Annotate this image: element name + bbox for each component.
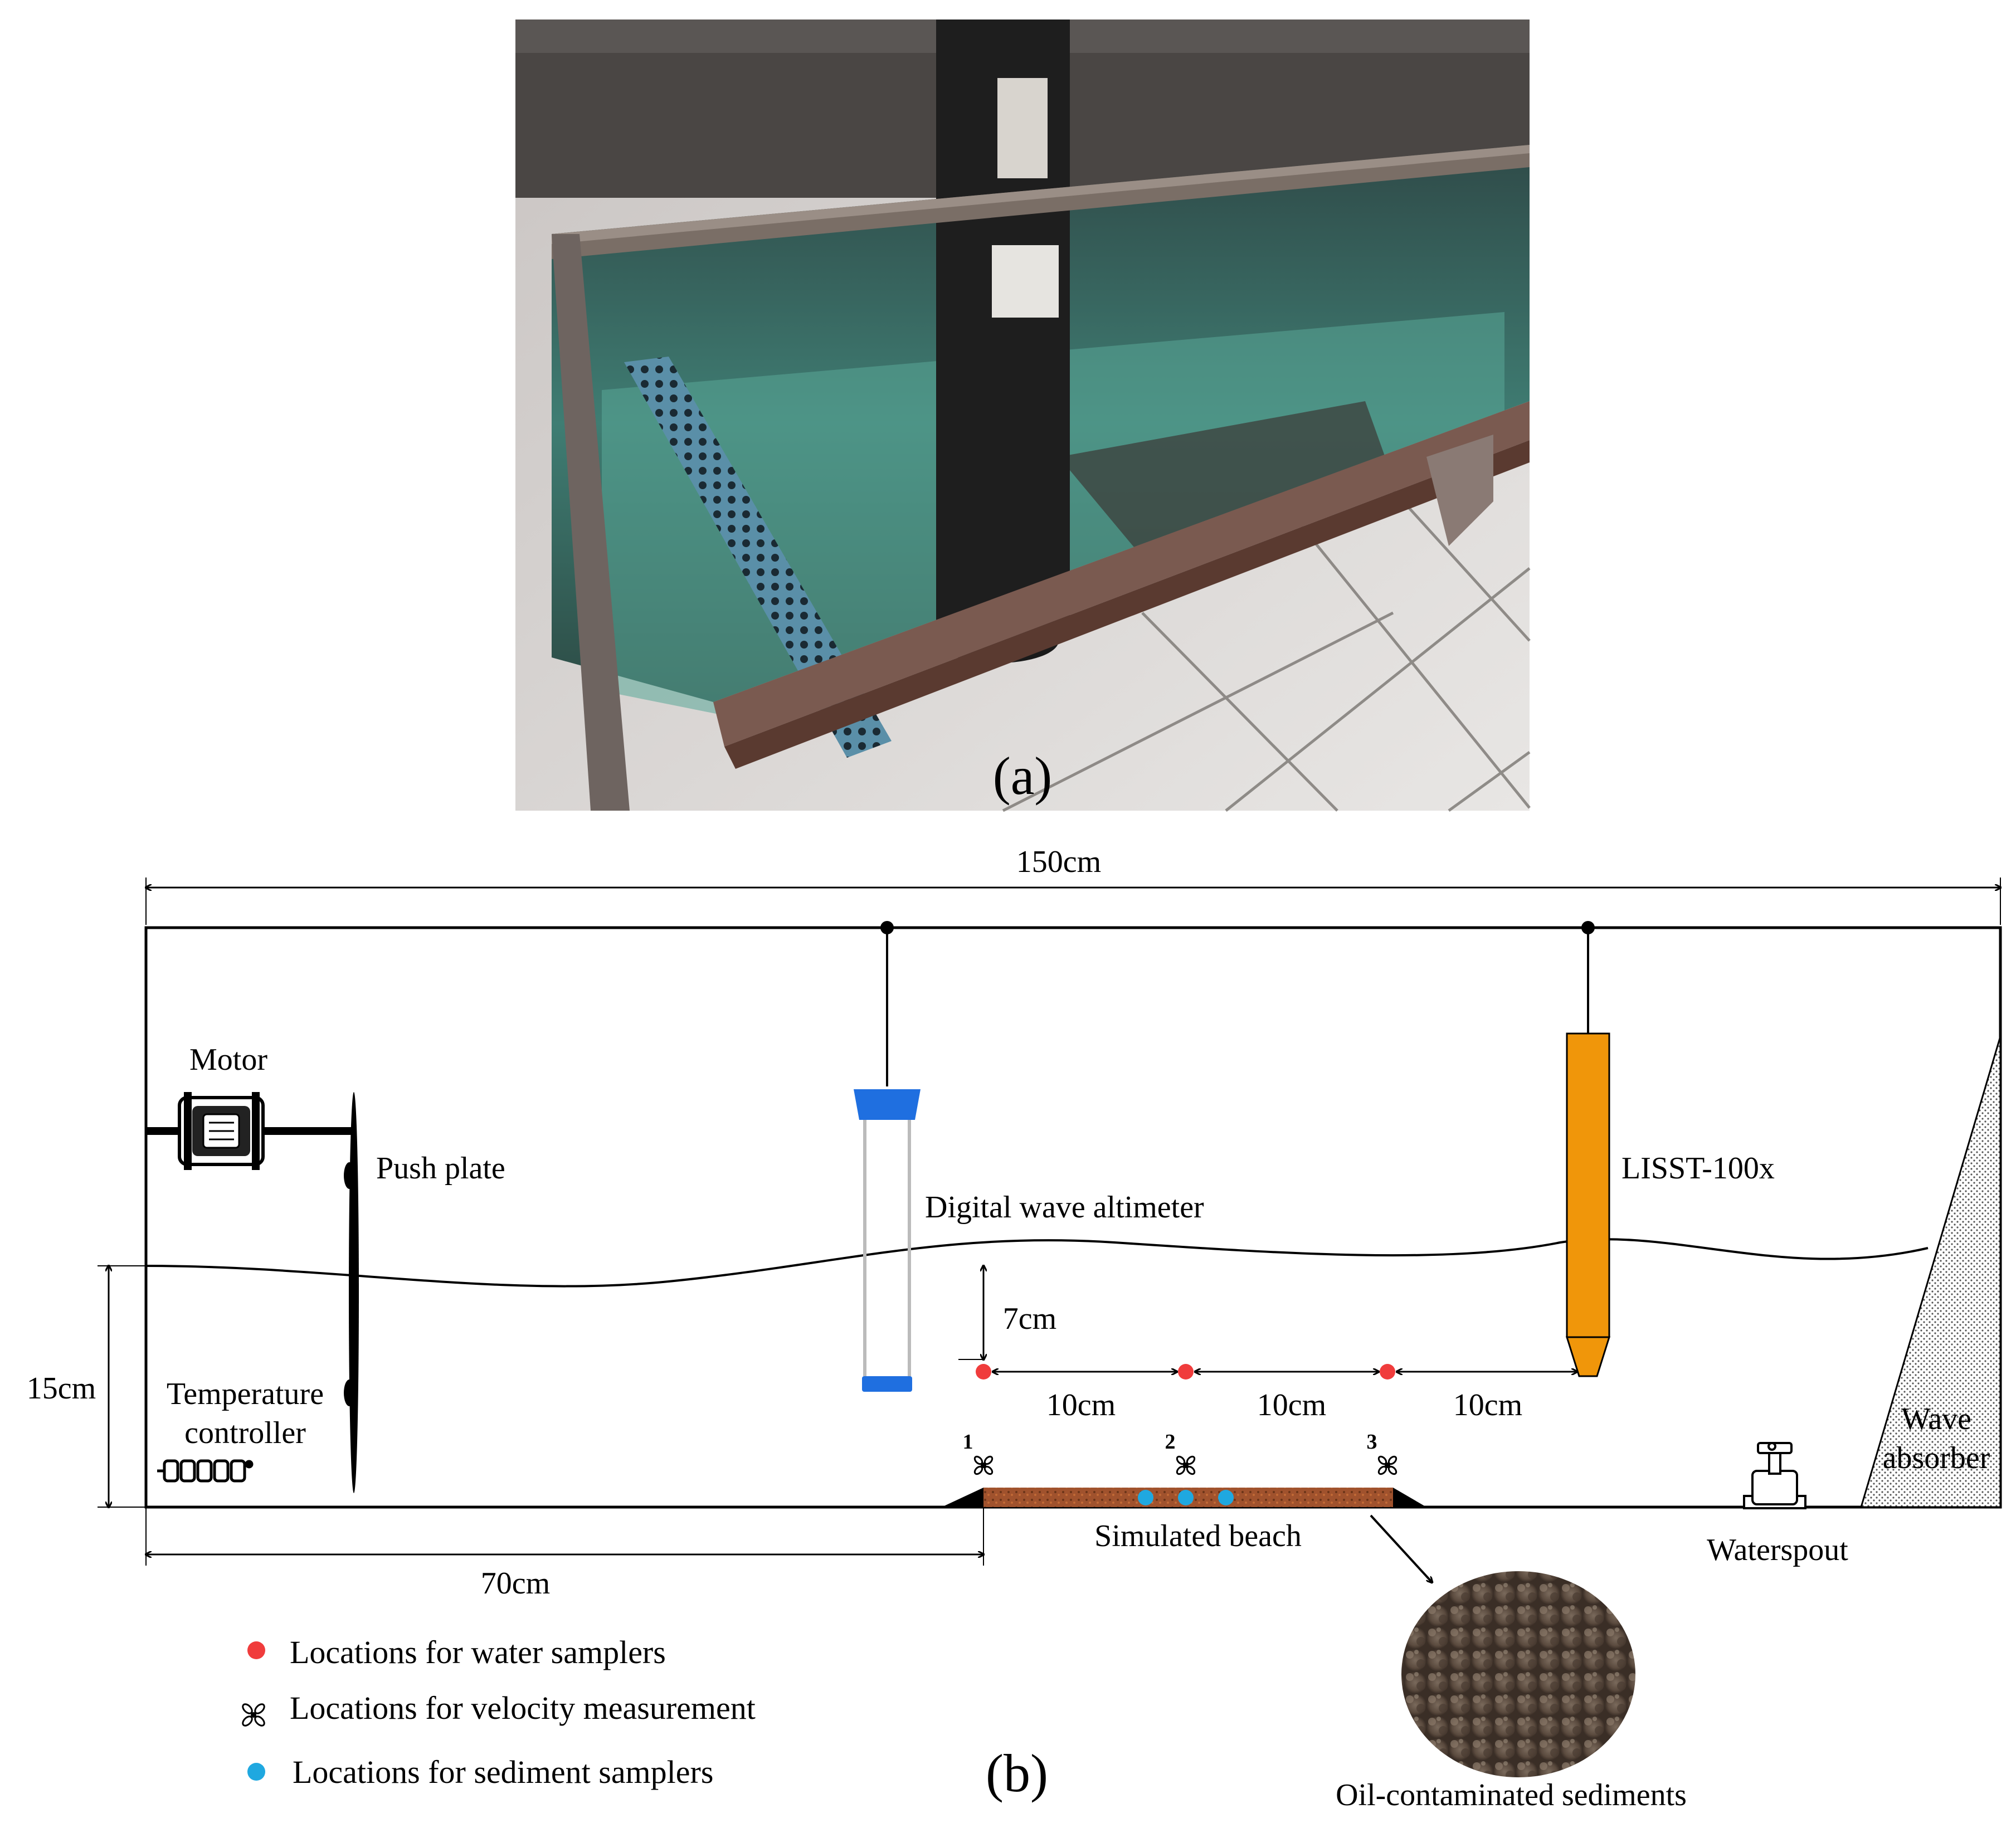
- wave-absorber-label-1: Wave: [1901, 1402, 1971, 1436]
- water-sampler-point-2: [1178, 1364, 1194, 1380]
- wave-altimeter: [854, 921, 921, 1392]
- temp-controller-label-2: controller: [184, 1416, 306, 1450]
- fan-icon: [1377, 1455, 1397, 1475]
- temp-controller-label-1: Temperature: [167, 1377, 324, 1411]
- photo-panel: (a): [515, 20, 1531, 812]
- dimension-70-label: 70cm: [481, 1566, 550, 1601]
- oil-sediment-photo: [1401, 1571, 1635, 1777]
- sediment-pointer-arrow: [1370, 1514, 1432, 1582]
- legend-velocity-label: Locations for velocity measurement: [290, 1690, 756, 1726]
- legend-sediment-marker: [247, 1763, 265, 1781]
- wave-absorber: [1859, 1036, 2002, 1508]
- velocity-point-3-number: 3: [1367, 1430, 1377, 1454]
- velocity-point-1-number: 1: [963, 1430, 973, 1454]
- dimension-150-label: 150cm: [1016, 845, 1101, 879]
- water-surface: [145, 1238, 1929, 1288]
- temperature-controller-icon: [157, 1459, 254, 1483]
- lisst-label: LISST-100x: [1621, 1151, 1775, 1186]
- simulated-beach: [942, 1488, 1426, 1507]
- legend-sediment-label: Locations for sediment samplers: [293, 1754, 713, 1790]
- fan-icon: [973, 1455, 994, 1475]
- dimension-15-label: 15cm: [27, 1371, 96, 1406]
- oil-sediment-label: Oil-contaminated sediments: [1336, 1778, 1687, 1812]
- perforated-plate: [624, 357, 892, 758]
- fan-icon: [1176, 1455, 1196, 1475]
- panel-b-label: (b): [986, 1743, 1048, 1803]
- spacing-label-3: 10cm: [1453, 1388, 1522, 1422]
- sediment-sampler-point-2: [1178, 1490, 1194, 1505]
- motor-icon: [146, 1092, 357, 1170]
- sediment-sampler-point-1: [1138, 1490, 1153, 1505]
- velocity-point-2: 2: [1165, 1430, 1196, 1475]
- motor-label: Motor: [189, 1042, 267, 1077]
- sediment-sampler-point-3: [1218, 1490, 1234, 1505]
- push-plate-label: Push plate: [376, 1151, 505, 1186]
- legend-water-label: Locations for water samplers: [290, 1634, 666, 1670]
- velocity-point-3: 3: [1367, 1430, 1397, 1475]
- dimension-7-label: 7cm: [1003, 1302, 1056, 1336]
- legend: Locations for water samplers Locations f…: [242, 1634, 756, 1790]
- push-plate: [344, 1092, 359, 1493]
- wave-absorber-label-2: absorber: [1883, 1441, 1990, 1475]
- velocity-point-2-number: 2: [1165, 1430, 1176, 1454]
- spacing-label-2: 10cm: [1257, 1388, 1326, 1422]
- wave-altimeter-label: Digital wave altimeter: [925, 1190, 1204, 1225]
- waterspout-label: Waterspout: [1707, 1533, 1848, 1567]
- water-sampler-point-1: [976, 1364, 991, 1380]
- spacing-label-1: 10cm: [1046, 1388, 1116, 1422]
- velocity-point-1: 1: [963, 1430, 994, 1475]
- legend-velocity-icon: [242, 1703, 265, 1727]
- water-sampler-point-3: [1380, 1364, 1395, 1380]
- waterspout-icon: [1743, 1442, 1806, 1509]
- legend-water-marker: [247, 1641, 265, 1659]
- simulated-beach-label: Simulated beach: [1094, 1519, 1302, 1553]
- panel-a-label: (a): [993, 746, 1053, 806]
- lisst-instrument: [1565, 921, 1611, 1377]
- tank-frame-bottom: [713, 401, 1530, 747]
- schematic-panel: 150cm Wave absorber Motor Push plat: [27, 845, 2002, 1812]
